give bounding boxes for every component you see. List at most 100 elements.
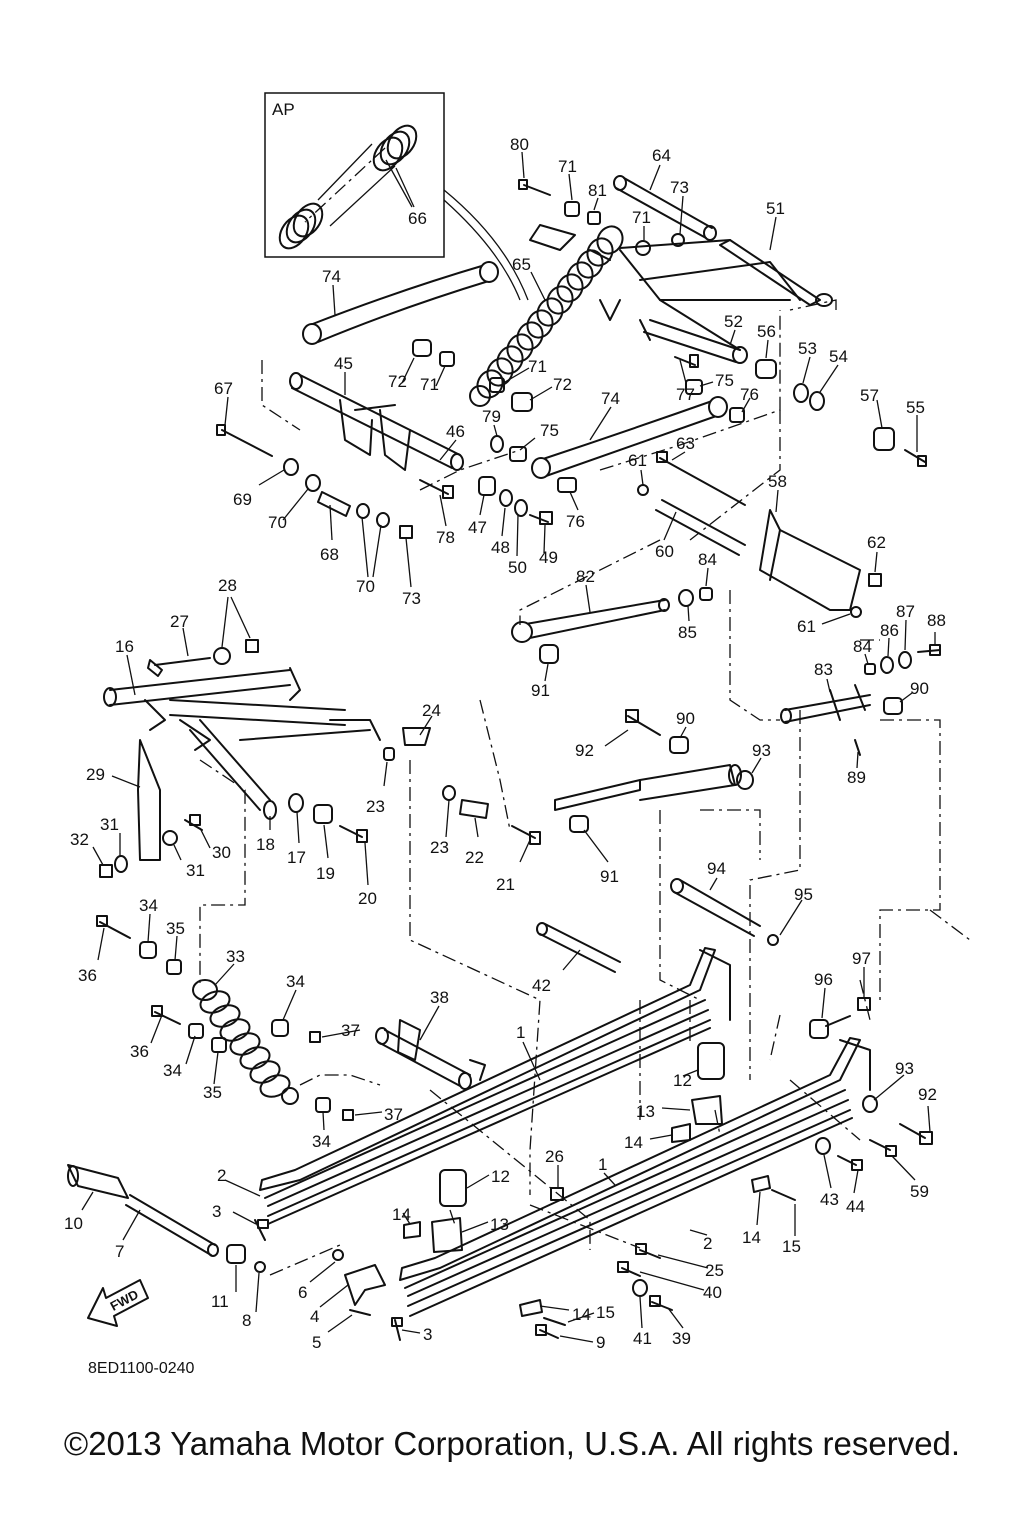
callout-71: 71 — [632, 208, 651, 227]
document-code: 8ED1100-0240 — [88, 1360, 195, 1377]
callout-94: 94 — [707, 859, 726, 878]
callout-93: 93 — [752, 741, 771, 760]
callout-13: 13 — [636, 1102, 655, 1121]
callout-97: 97 — [852, 949, 871, 968]
callout-92: 92 — [575, 741, 594, 760]
callout-23: 23 — [430, 838, 449, 857]
callout-36: 36 — [130, 1042, 149, 1061]
callout-labels: 80 71 64 81 73 51 71 66 74 65 52 56 53 5… — [64, 135, 946, 1352]
callout-38: 38 — [430, 988, 449, 1007]
callout-32: 32 — [70, 830, 89, 849]
leader-lines — [81, 151, 936, 1343]
callout-3: 3 — [423, 1325, 432, 1344]
callout-89: 89 — [847, 768, 866, 787]
callout-31: 31 — [186, 861, 205, 880]
callout-69: 69 — [233, 490, 252, 509]
callout-91: 91 — [600, 867, 619, 886]
fwd-arrow: FWD — [87, 1279, 149, 1327]
rear-arm-upper-51 — [599, 239, 833, 351]
callout-41: 41 — [633, 1329, 652, 1348]
front-shock-33 — [192, 979, 299, 1105]
front-arm-16 — [103, 667, 381, 820]
inset-box-ap: AP — [264, 92, 445, 258]
callout-14: 14 — [742, 1228, 761, 1247]
callout-91: 91 — [531, 681, 550, 700]
inset-label: AP — [272, 100, 295, 119]
link-rod-74-upper — [302, 261, 499, 345]
copyright-notice: ©2013 Yamaha Motor Corporation, U.S.A. A… — [63, 1425, 961, 1462]
callout-82: 82 — [576, 567, 595, 586]
shaft-52 — [643, 319, 748, 364]
callout-71: 71 — [528, 357, 547, 376]
callout-57: 57 — [860, 386, 879, 405]
callout-3: 3 — [212, 1202, 221, 1221]
callout-17: 17 — [287, 848, 306, 867]
callout-68: 68 — [320, 545, 339, 564]
callout-45: 45 — [334, 354, 353, 373]
callout-2: 2 — [703, 1234, 712, 1253]
callout-83: 83 — [814, 660, 833, 679]
callout-30: 30 — [212, 843, 231, 862]
callout-43: 43 — [820, 1190, 839, 1209]
shaft-assembly-45 — [289, 372, 464, 471]
callout-40: 40 — [703, 1283, 722, 1302]
callout-9: 9 — [596, 1333, 605, 1352]
callout-62: 62 — [867, 533, 886, 552]
callout-88: 88 — [927, 611, 946, 630]
callout-84: 84 — [853, 637, 872, 656]
callout-22: 22 — [465, 848, 484, 867]
callout-90: 90 — [676, 709, 695, 728]
callout-37: 37 — [384, 1105, 403, 1124]
callout-47: 47 — [468, 518, 487, 537]
small-parts-lower — [67, 1042, 933, 1341]
callout-85: 85 — [678, 623, 697, 642]
callout-53: 53 — [798, 339, 817, 358]
callout-37: 37 — [341, 1021, 360, 1040]
callout-26: 26 — [545, 1147, 564, 1166]
callout-8: 8 — [242, 1311, 251, 1330]
callout-73: 73 — [402, 589, 421, 608]
callout-67: 67 — [214, 379, 233, 398]
callout-50: 50 — [508, 558, 527, 577]
callout-34: 34 — [163, 1061, 182, 1080]
callout-10: 10 — [64, 1214, 83, 1233]
callout-74: 74 — [322, 267, 341, 286]
callout-35: 35 — [203, 1083, 222, 1102]
callout-7: 7 — [115, 1242, 124, 1261]
callout-56: 56 — [757, 322, 776, 341]
callout-4: 4 — [310, 1307, 319, 1326]
callout-60: 60 — [655, 542, 674, 561]
callout-44: 44 — [846, 1197, 865, 1216]
callout-42: 42 — [532, 976, 551, 995]
callout-12: 12 — [673, 1071, 692, 1090]
callout-33: 33 — [226, 947, 245, 966]
callout-72: 72 — [553, 375, 572, 394]
callout-1: 1 — [516, 1023, 525, 1042]
callout-48: 48 — [491, 538, 510, 557]
callout-14: 14 — [392, 1205, 411, 1224]
callout-31: 31 — [100, 815, 119, 834]
callout-24: 24 — [422, 701, 441, 720]
callout-65: 65 — [512, 255, 531, 274]
callout-23: 23 — [366, 797, 385, 816]
callout-34: 34 — [312, 1132, 331, 1151]
callout-5: 5 — [312, 1333, 321, 1352]
callout-14: 14 — [624, 1133, 643, 1152]
callout-49: 49 — [539, 548, 558, 567]
callout-21: 21 — [496, 875, 515, 894]
callout-71: 71 — [558, 157, 577, 176]
callout-72: 72 — [388, 372, 407, 391]
callout-34: 34 — [286, 972, 305, 991]
callout-59: 59 — [910, 1182, 929, 1201]
callout-29: 29 — [86, 765, 105, 784]
callout-61: 61 — [797, 617, 816, 636]
callout-36: 36 — [78, 966, 97, 985]
callout-35: 35 — [166, 919, 185, 938]
callout-66: 66 — [408, 209, 427, 228]
callout-55: 55 — [906, 398, 925, 417]
callout-25: 25 — [705, 1261, 724, 1280]
callout-28: 28 — [218, 576, 237, 595]
callout-11: 11 — [211, 1292, 229, 1311]
callout-39: 39 — [672, 1329, 691, 1348]
